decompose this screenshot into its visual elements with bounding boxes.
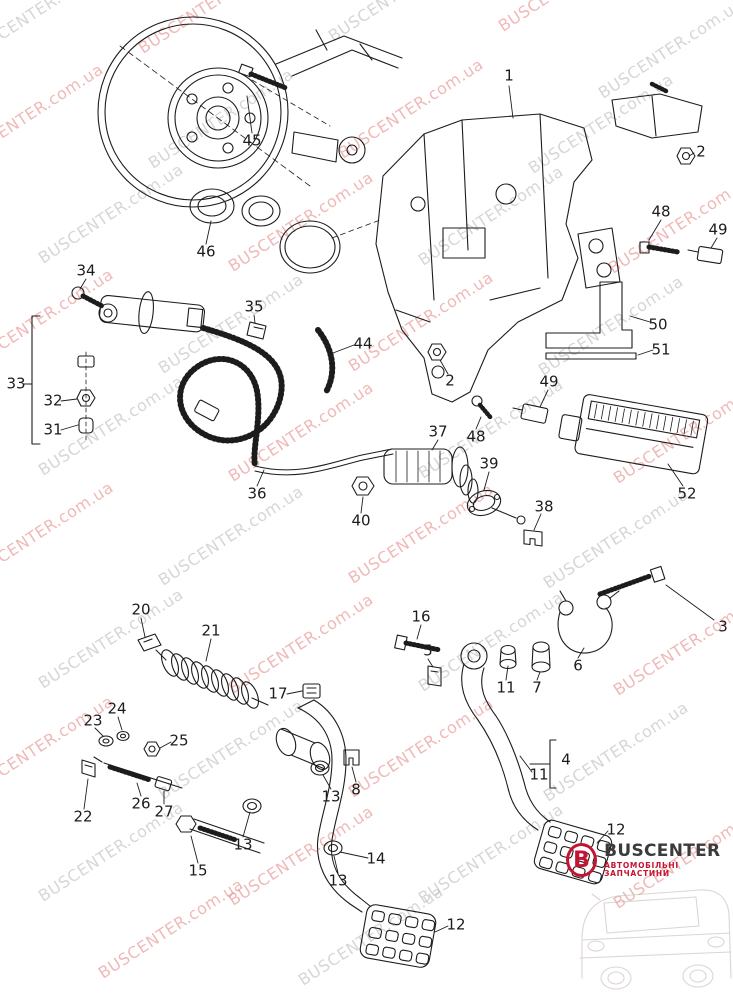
adjuster-rod-26-27 xyxy=(93,756,183,792)
bolt-16 xyxy=(394,634,443,653)
clip-20 xyxy=(137,633,162,652)
return-spring-21 xyxy=(155,649,269,709)
van-sketch xyxy=(579,889,732,990)
hex-nut-40 xyxy=(351,476,375,496)
hex-nut-2-mid xyxy=(427,343,447,361)
clip-17 xyxy=(302,683,321,699)
bleeder-fittings-31-32-33 xyxy=(23,315,96,445)
washer-24 xyxy=(116,730,130,742)
angle-bracket-50-51 xyxy=(545,281,637,360)
logo-tagline: АВТОМОБІЛЬНІ ЗАПЧАСТИНИ xyxy=(604,860,679,879)
leader-lines xyxy=(60,85,718,933)
clip-38 xyxy=(523,529,543,547)
bushing-13c xyxy=(323,840,343,856)
clutch-pedal xyxy=(297,699,371,913)
support-bracket-top-right xyxy=(611,81,703,165)
nut-25 xyxy=(143,741,161,757)
logo-b-icon: B xyxy=(566,843,598,878)
clutch-slave-cylinder xyxy=(383,446,526,525)
washer-23 xyxy=(98,735,114,747)
pivot-tube xyxy=(275,727,331,771)
bushing-7 xyxy=(531,641,551,673)
retaining-clip-35 xyxy=(246,321,267,340)
clip-5 xyxy=(427,665,442,687)
pedal-spring-6 xyxy=(557,590,620,654)
clip-22 xyxy=(81,759,96,778)
bushing-13b xyxy=(242,798,262,814)
hub-seal-rings xyxy=(189,188,381,274)
brace-4 xyxy=(549,739,557,789)
bushing-13a xyxy=(310,760,330,776)
buscenter-logo: B BUSCENTER АВТОМОБІЛЬНІ ЗАПЧАСТИНИ xyxy=(566,841,733,879)
clutch-master-cylinder xyxy=(71,286,206,335)
brake-pedal xyxy=(460,642,551,831)
control-module-52 xyxy=(558,394,709,475)
pivot-bolt-15 xyxy=(175,815,265,854)
hub-bolt-axle xyxy=(238,63,366,164)
brake-disc xyxy=(97,16,311,208)
hose-44 xyxy=(315,327,336,395)
hydraulic-pipe-36 xyxy=(254,448,394,476)
pedal-pad-bottom-12 xyxy=(359,904,437,968)
hydraulic-hose xyxy=(177,325,285,469)
connector-49-mid xyxy=(512,403,549,424)
clip-8 xyxy=(343,749,360,766)
bushing-11-upper xyxy=(499,644,517,670)
bolt-3 xyxy=(597,565,666,597)
body-frame-lines xyxy=(275,29,403,77)
pedal-bracket xyxy=(375,113,593,403)
bolt-48-mid xyxy=(471,395,494,421)
logo-name: BUSCENTER xyxy=(604,841,721,861)
